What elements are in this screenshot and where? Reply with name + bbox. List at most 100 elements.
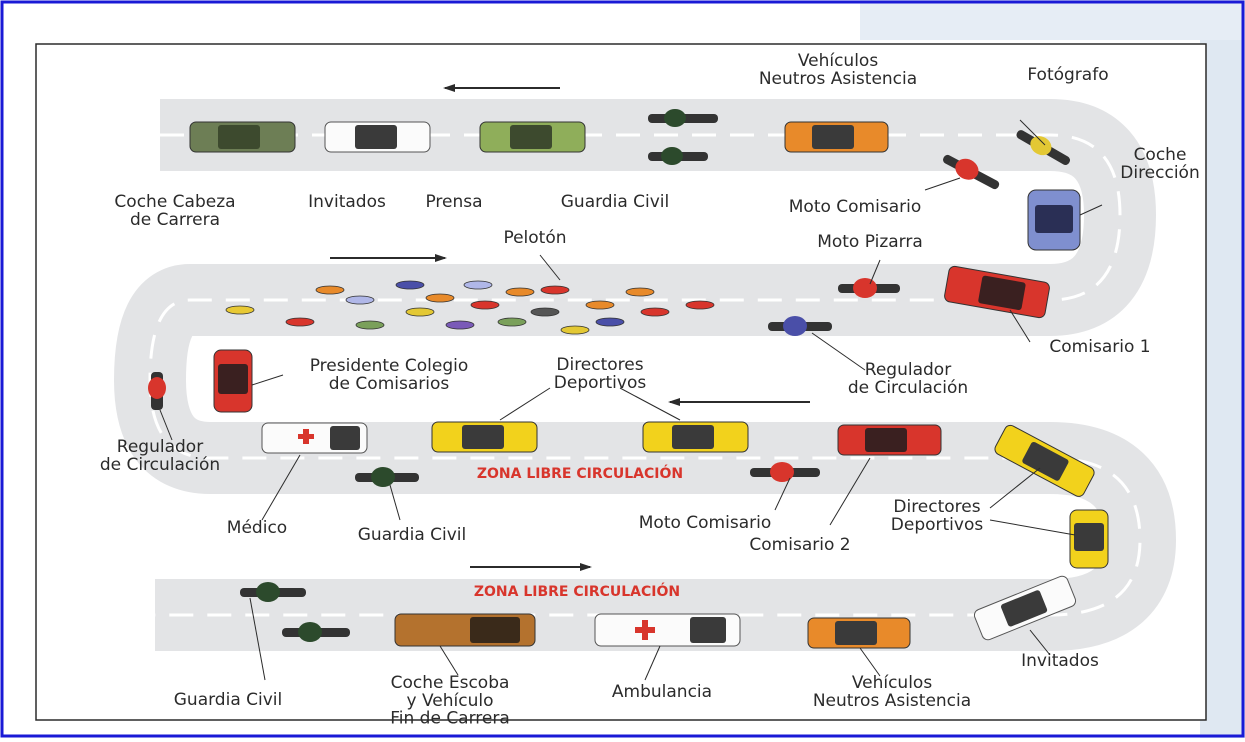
moto-guardia-civil-top-2 [648,147,708,165]
label-ambulancia: Ambulancia [612,682,712,702]
label-invitados-bottom-line-1: Invitados [1021,651,1099,671]
label-directores-mid-line-2: Deportivos [554,373,647,393]
label-peloton: Pelotón [503,228,566,248]
label-ambulancia-line-1: Ambulancia [612,682,712,702]
label-comisario-1: Comisario 1 [1049,337,1150,357]
label-regulador-left-line-2: de Circulación [100,455,220,475]
car-prensa [479,121,586,153]
label-peloton-line-1: Pelotón [503,228,566,248]
label-guardia-civil-bottom-line-1: Guardia Civil [174,690,283,710]
label-vehiculos-neutros-top-line-1: Vehículos [798,51,879,71]
moto-regulador-right [768,316,832,336]
label-coche-escoba-line-1: Coche Escoba [391,673,510,693]
label-coche-escoba-line-3: Fin de Carrera [390,709,510,729]
label-guardia-civil-top: Guardia Civil [561,192,670,212]
label-zona-libre-2-line-1: ZONA LIBRE CIRCULACIÓN [474,582,680,600]
label-coche-cabeza-line-2: de Carrera [130,210,220,230]
label-medico: Médico [227,518,287,538]
label-fotografo: Fotógrafo [1027,65,1108,85]
label-vehiculos-neutros-bottom-line-2: Neutros Asistencia [813,691,971,711]
car-coche-cabeza [189,121,296,153]
moto-comisario-top [943,154,1000,190]
car-comisario-2 [837,424,942,456]
label-regulador-left-line-1: Regulador [117,437,203,457]
label-coche-direccion-line-1: Coche [1134,145,1187,165]
label-invitados-top-line-1: Invitados [308,192,386,212]
label-moto-comisario-mid: Moto Comisario [639,513,771,533]
right-shade-panel [1200,0,1245,738]
moto-regulador-left [148,372,166,410]
moto-pizarra [838,278,900,298]
label-prensa: Prensa [425,192,482,212]
car-director-mid-1 [431,421,538,453]
car-director-right-2 [1069,509,1109,569]
car-invitados-bottom [973,575,1077,641]
moto-comisario-mid [750,462,820,482]
moto-guardia-civil-bottom-2 [282,622,350,642]
label-coche-cabeza-line-1: Coche Cabeza [114,192,235,212]
car-director-mid-2 [642,421,749,453]
label-coche-escoba-line-2: y Vehículo [407,691,494,711]
leader-lines [159,119,1103,681]
label-medico-line-1: Médico [227,518,287,538]
label-guardia-civil-top-line-1: Guardia Civil [561,192,670,212]
label-vehiculos-neutros-top-line-2: Neutros Asistencia [759,69,917,89]
moto-guardia-civil-mid [355,467,419,487]
label-zona-libre-1: ZONA LIBRE CIRCULACIÓN [477,464,683,482]
car-director-right-1 [994,424,1095,497]
label-moto-pizarra: Moto Pizarra [817,232,923,252]
label-presidente-line-2: de Comisarios [329,374,450,394]
label-guardia-civil-bottom: Guardia Civil [174,690,283,710]
zone-labels: ZONA LIBRE CIRCULACIÓN ZONA LIBRE CIRCUL… [474,464,683,600]
label-regulador-right-line-2: de Circulación [848,378,968,398]
car-ambulancia [594,613,741,647]
label-vehiculos-neutros-bottom-line-1: Vehículos [852,673,933,693]
label-comisario-2-line-1: Comisario 2 [749,535,850,555]
label-presidente-line-1: Presidente Colegio [310,356,469,376]
label-regulador-right-line-1: Regulador [865,360,951,380]
label-moto-comisario-top: Moto Comisario [789,197,921,217]
label-moto-comisario-mid-line-1: Moto Comisario [639,513,771,533]
label-moto-pizarra-line-1: Moto Pizarra [817,232,923,252]
top-shade-panel [860,0,1245,40]
label-directores-mid-line-1: Directores [556,355,643,375]
label-prensa-line-1: Prensa [425,192,482,212]
moto-fotografo [1016,130,1071,165]
car-vehiculos-neutros-top [784,121,889,153]
label-zona-libre-1-line-1: ZONA LIBRE CIRCULACIÓN [477,464,683,482]
label-moto-comisario-top-line-1: Moto Comisario [789,197,921,217]
car-comisario-1 [944,265,1050,319]
label-coche-direccion-line-2: Dirección [1120,163,1199,183]
label-fotografo-line-1: Fotógrafo [1027,65,1108,85]
moto-guardia-civil-bottom-1 [240,582,306,602]
peloton-riders [225,280,715,335]
label-invitados-top: Invitados [308,192,386,212]
car-invitados-top [324,121,431,153]
moto-guardia-civil-top-1 [648,109,718,127]
label-zona-libre-2: ZONA LIBRE CIRCULACIÓN [474,582,680,600]
label-comisario-2: Comisario 2 [749,535,850,555]
car-coche-direccion [1027,189,1081,251]
car-coche-escoba [394,613,536,647]
label-invitados-bottom: Invitados [1021,651,1099,671]
label-directores-right-line-1: Directores [893,497,980,517]
label-guardia-civil-mid-line-1: Guardia Civil [358,525,467,545]
car-medico [261,422,368,454]
car-presidente [213,349,253,413]
label-comisario-1-line-1: Comisario 1 [1049,337,1150,357]
car-vehiculos-neutros-bottom [807,617,911,649]
